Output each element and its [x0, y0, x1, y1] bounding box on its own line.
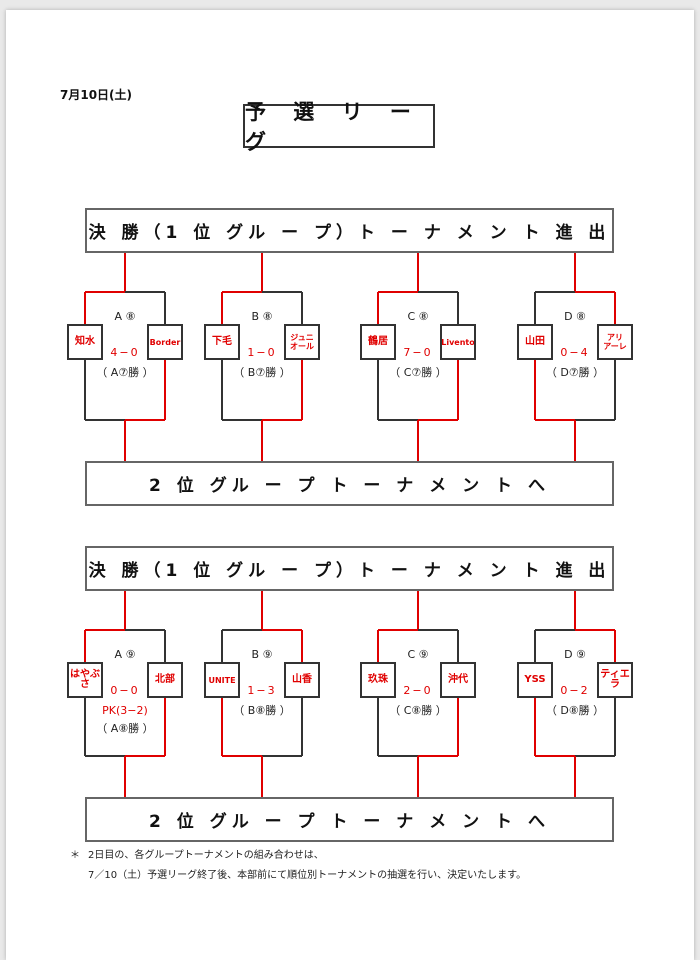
group-label: C ⑨ — [407, 648, 429, 661]
team-box-left: YSS — [517, 662, 553, 698]
advance-to-final-bar: 決 勝（1 位 グル ー プ）ト ー ナ メ ン ト 進 出 — [85, 546, 614, 591]
team-box-right: Border — [147, 324, 183, 360]
team-box-left: 玖珠 — [360, 662, 396, 698]
pk-score: PK(3−2) — [102, 704, 148, 717]
group-label: D ⑧ — [564, 310, 586, 323]
footnote-line-2: 7／10（土）予選リーグ終了後、本部前にて順位別トーナメントの抽選を行い、決定い… — [88, 870, 527, 881]
group-label: D ⑨ — [564, 648, 586, 661]
team-box-right: ジュニ オール — [284, 324, 320, 360]
footnote-bullet: ＊ — [70, 850, 80, 861]
team-box-left: UNITE — [204, 662, 240, 698]
match-score: 2−0 — [403, 684, 433, 697]
winner-note: （ B⑦勝 ） — [233, 366, 291, 379]
team-box-left: 鶴居 — [360, 324, 396, 360]
team-box-left: 下毛 — [204, 324, 240, 360]
event-date: 7月10日(土) — [60, 88, 133, 102]
winner-note: （ B⑧勝 ） — [233, 704, 291, 717]
team-box-right: Livento — [440, 324, 476, 360]
winner-note: （ C⑦勝 ） — [389, 366, 447, 379]
team-box-left: 山田 — [517, 324, 553, 360]
team-box-right: 北部 — [147, 662, 183, 698]
match-score: 4−0 — [110, 346, 140, 359]
group-label: C ⑧ — [407, 310, 429, 323]
team-box-right: ティエラ — [597, 662, 633, 698]
second-place-bar: 2 位 グル ー プ ト ー ナ メ ン ト へ — [85, 797, 614, 842]
winner-note: （ A⑦勝 ） — [96, 366, 154, 379]
match-score: 0−0 — [110, 684, 140, 697]
group-label: A ⑨ — [114, 648, 136, 661]
winner-note: （ D⑧勝 ） — [545, 704, 605, 717]
winner-note: （ A⑧勝 ） — [96, 722, 154, 735]
team-box-left: 知水 — [67, 324, 103, 360]
team-box-left: はやぶさ — [67, 662, 103, 698]
match-score: 1−3 — [247, 684, 277, 697]
match-score: 0−2 — [560, 684, 590, 697]
winner-note: （ D⑦勝 ） — [545, 366, 605, 379]
match-score: 7−0 — [403, 346, 433, 359]
winner-note: （ C⑧勝 ） — [389, 704, 447, 717]
second-place-bar: 2 位 グル ー プ ト ー ナ メ ン ト へ — [85, 461, 614, 506]
advance-to-final-bar: 決 勝（1 位 グル ー プ）ト ー ナ メ ン ト 進 出 — [85, 208, 614, 253]
group-label: A ⑧ — [114, 310, 136, 323]
team-box-right: アリ アーレ — [597, 324, 633, 360]
match-score: 1−0 — [247, 346, 277, 359]
team-box-right: 山香 — [284, 662, 320, 698]
footnote-line-1: 2日目の、各グループトーナメントの組み合わせは、 — [88, 850, 324, 861]
group-label: B ⑧ — [251, 310, 273, 323]
team-box-right: 沖代 — [440, 662, 476, 698]
match-score: 0−4 — [560, 346, 590, 359]
group-label: B ⑨ — [251, 648, 273, 661]
